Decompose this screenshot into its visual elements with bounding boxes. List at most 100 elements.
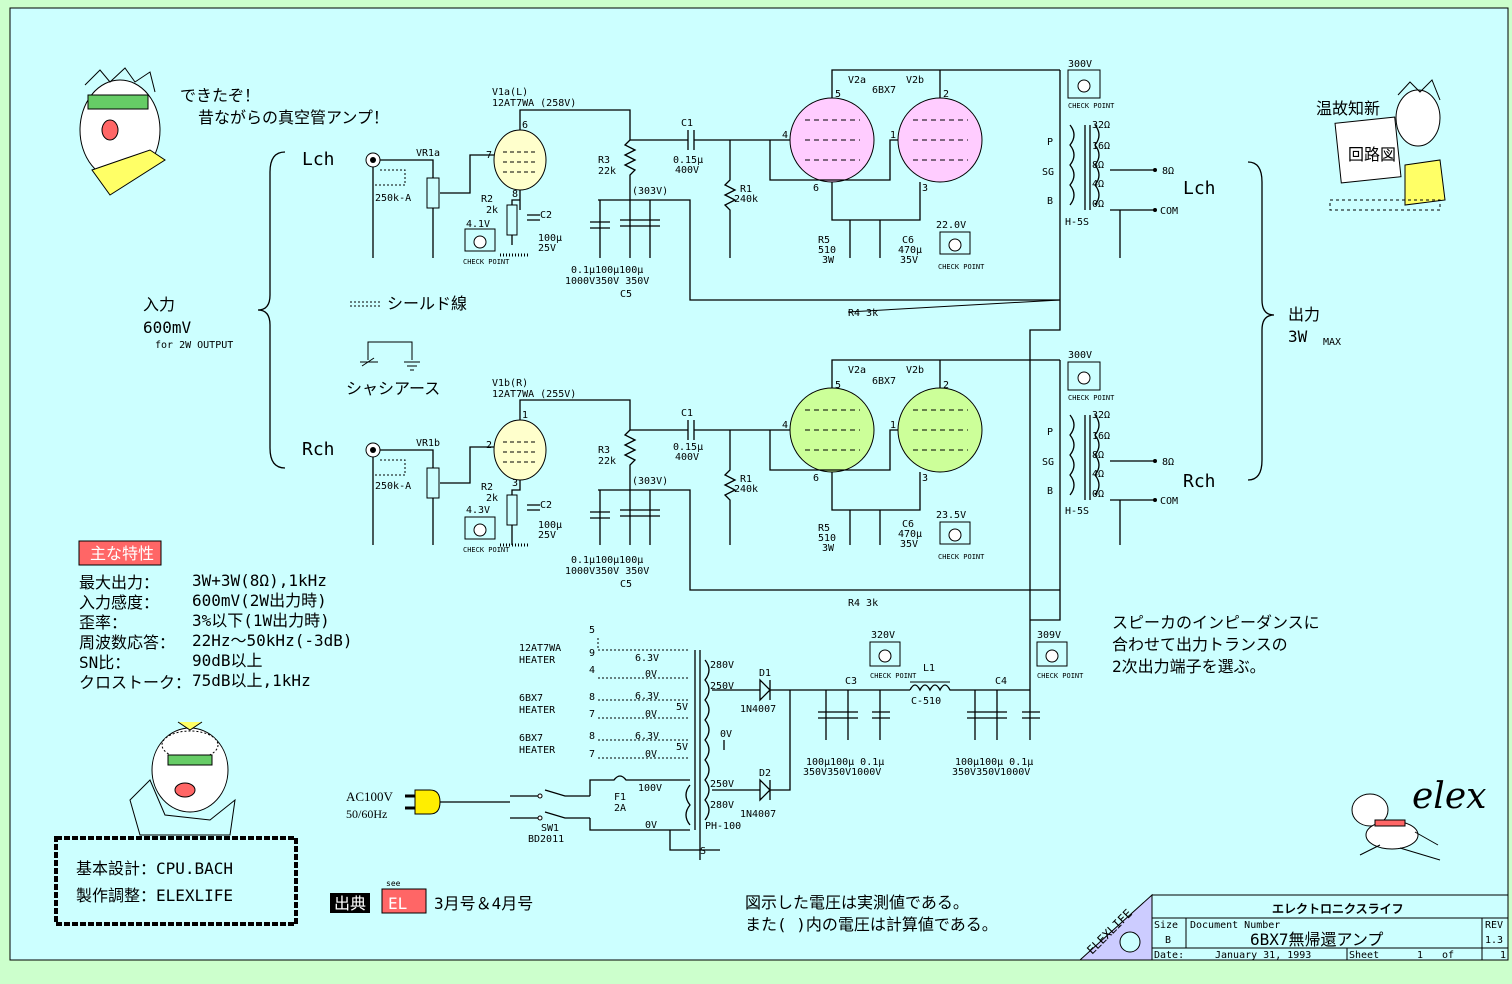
lch-pin-v2a-cathode: 6 [813,183,819,194]
lch-tap-16: 16Ω [1092,141,1110,152]
switch-model: BD2011 [528,834,564,845]
rch-c1: C1 [681,408,693,419]
heater2-name: 6BX7 [519,693,543,704]
pt-sec-280: 280V [710,660,734,671]
d1-model: 1N4007 [740,704,776,715]
rch-c1-volt: 400V [675,452,699,463]
power-supply: 12AT7WA HEATER 5 9 4 6.3V 0V 6BX7 HEATER… [346,620,1084,860]
rch-c2: C2 [540,500,552,511]
source-el: EL [388,894,407,913]
lch-r4: R4 3k [848,308,878,319]
lch-pin-v2b-grid: 1 [890,130,896,141]
rch-tap-4: 4Ω [1092,469,1104,480]
lch-r1-val: 240k [734,194,758,205]
heater3-name: 6BX7 [519,733,543,744]
d2-model: 1N4007 [740,809,776,820]
rch-tap-32: 32Ω [1092,410,1110,421]
c4-values: 100μ100μ 0.1μ [955,757,1033,768]
lch-c6-val: 470μ [898,245,922,256]
lch-r2-val: 2k [486,205,498,216]
spec-key: 入力感度： [79,593,159,612]
speaker-note-line2: 合わせて出力トランスの [1112,635,1288,654]
rch-pin-v2b-cathode: 3 [922,473,928,484]
lch-xfmr-p: P [1047,137,1053,148]
rch-b-voltage: (303V) [632,476,668,487]
cartoon-man-reading: 温故知新 回路図 [1316,79,1446,211]
lch-c1-volt: 400V [675,165,699,176]
lch-pin-v2b-cathode: 3 [922,183,928,194]
rch-c6-val: 470μ [898,529,922,540]
l1-label: L1 [923,663,935,674]
rch-pin-plate: 1 [522,410,528,421]
lch-c2-volt: 25V [538,243,556,254]
lch-r5-val: 510 [818,245,836,256]
heater1-pin: 5 [589,625,595,636]
spec-key: SN比： [79,653,130,672]
title-rev-label: REV [1485,920,1503,931]
cartoon-man-shouting [79,67,166,196]
heater3-label: HEATER [519,745,556,756]
onkochishin-text: 温故知新 [1316,99,1380,118]
lch-tube-name: V1a(L) [492,87,528,98]
credit-build: 製作調整：ELEXLIFE [76,886,233,905]
spec-value: 90dB以上 [192,651,263,670]
lch-tap-8: 8Ω [1092,160,1104,171]
rch-c5-vals: 0.1μ100μ100μ [571,555,643,566]
rch-pin-grid: 2 [486,440,492,451]
output-max: MAX [1323,337,1341,348]
lch-out-8: 8Ω [1162,166,1174,177]
spec-value: 600mV(2W出力時) [192,591,327,610]
title-size: B [1165,935,1171,946]
lch-pin-v2a-plate: 5 [835,89,841,100]
fuse-value: 2A [614,803,626,814]
input-level: 600mV [143,318,192,337]
rch-c5: C5 [620,579,632,590]
lch-tap-4: 4Ω [1092,179,1104,190]
c3-values: 100μ100μ 0.1μ [806,757,884,768]
rch-r5-w: 3W [822,543,835,554]
rch-cathode-v: 4.3V [466,505,490,516]
rch-vr-name: VR1b [416,438,440,449]
lch-pin-v2a-grid: 4 [782,130,788,141]
rch-r3-val: 22k [598,456,616,467]
lch-c1-val: 0.15μ [673,155,703,166]
pt-sec-250: 250V [710,681,734,692]
check-point-v320: CHECK POINT [870,672,917,680]
check-point-v309: CHECK POINT [1037,672,1084,680]
rch-cathode-v2: 23.5V [936,510,966,521]
lch-check-point: CHECK POINT [463,258,510,266]
heater3-5v: 5V [676,742,688,753]
heater1-v: 6.3V [635,653,659,664]
rch-tube2-type: 6BX7 [872,376,896,387]
lch-r1: R1 [740,184,752,195]
pt-model: PH-100 [705,821,741,832]
heater1-label: HEATER [519,655,556,666]
spec-key: 最大出力： [79,573,159,592]
heater2-pin: 7 [589,709,595,720]
lch-c5: C5 [620,289,632,300]
heater3-v: 6.3V [635,731,659,742]
rch-xfmr-sg: SG [1042,457,1054,468]
c4-volts: 350V350V1000V [952,767,1030,778]
lch-check-point-2: CHECK POINT [938,263,985,271]
pt-shield: S [700,846,706,857]
title-rev: 1.3 [1485,935,1503,946]
rch-v2b-label: V2b [906,365,924,376]
pt-sec-0: 0V [720,729,732,740]
source-see: see [386,879,401,888]
title-size-label: Size [1154,920,1178,931]
rch-c2-volt: 25V [538,530,556,541]
lch-pin-cathode: 8 [512,189,518,200]
lch-cathode-v: 4.1V [466,219,490,230]
note-line2: また( )内の電圧は計算値である。 [745,915,998,934]
title-block: ELEXLIFE エレクトロニクスライフ Size B Document Num… [1078,893,1509,961]
credits-box [54,836,298,926]
lch-v1-tube [493,129,547,191]
input-brace [257,151,286,469]
heater2-0v: 0V [645,709,657,720]
specs-badge-text: 主な特性 [90,544,154,563]
chassis-label: シャシアース [346,379,440,398]
heater3-pin: 8 [589,731,595,742]
heater2-label: HEATER [519,705,556,716]
